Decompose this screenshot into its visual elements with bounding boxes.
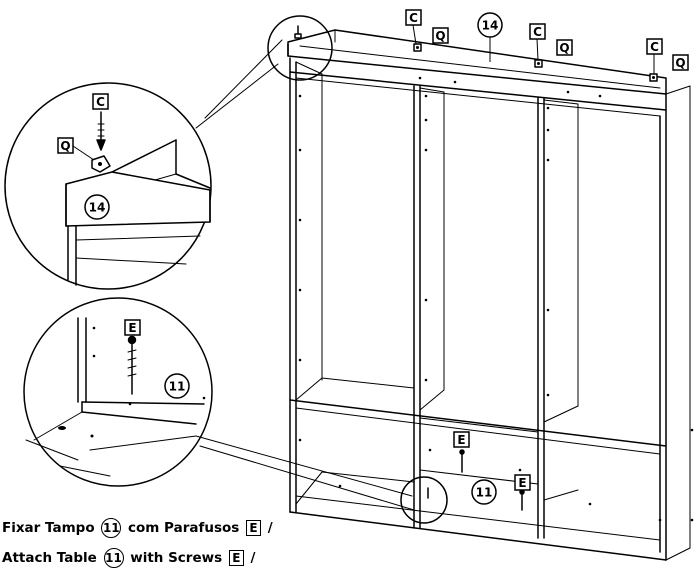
label-e-cabinet-2: E <box>514 474 531 491</box>
svg-text:Q: Q <box>675 56 685 70</box>
label-q-2: Q <box>556 39 573 56</box>
cam-fitting-1 <box>413 43 422 52</box>
part-reference-badge: 11 <box>103 548 124 568</box>
part-label-11-detail: 11 <box>164 373 190 399</box>
svg-text:C: C <box>409 11 418 25</box>
part-label-14-detail: 14 <box>84 194 110 220</box>
svg-text:14: 14 <box>482 19 499 33</box>
caption-line-portuguese: Fixar Tampo 11 com Parafusos E / <box>2 518 273 538</box>
svg-text:11: 11 <box>476 486 493 500</box>
svg-text:E: E <box>518 476 526 490</box>
label-q-3: Q <box>672 54 689 71</box>
cam-fitting-3 <box>649 73 658 82</box>
svg-text:Q: Q <box>435 29 445 43</box>
screw-reference-badge: E <box>228 550 244 566</box>
screw-icon-top-left <box>294 25 302 39</box>
svg-text:C: C <box>533 25 542 39</box>
wardrobe-cabinet <box>287 25 694 561</box>
screw-reference-badge: E <box>246 520 262 536</box>
label-c-2: C <box>529 23 546 40</box>
caption-text: Attach Table <box>2 550 97 566</box>
part-label-14-top: 14 <box>477 12 503 62</box>
label-c-detail: C <box>92 93 109 110</box>
caption-text: / <box>250 550 256 566</box>
screw-e-icon-1 <box>459 449 465 473</box>
part-reference-badge: 11 <box>101 518 122 538</box>
caption-text: com Parafusos <box>128 520 240 536</box>
detail-circle-top <box>4 39 283 290</box>
caption-line-english: Attach Table 11 with Screws E / <box>2 548 255 568</box>
caption-text: Fixar Tampo <box>2 520 95 536</box>
svg-text:Q: Q <box>60 139 70 153</box>
label-c-1: C <box>405 9 422 26</box>
detail-circle-bottom <box>23 297 415 511</box>
detail-callout-bottom <box>400 476 448 524</box>
svg-text:C: C <box>650 40 659 54</box>
detail-callout-top <box>267 15 333 81</box>
cam-fitting-2 <box>534 59 543 68</box>
svg-text:C: C <box>96 95 105 109</box>
svg-text:Q: Q <box>559 41 569 55</box>
caption-text: with Screws <box>130 550 223 566</box>
screw-e-icon-2 <box>519 489 525 511</box>
label-q-1: Q <box>432 27 449 44</box>
label-e-detail: E <box>124 319 141 336</box>
svg-text:11: 11 <box>169 380 186 394</box>
label-q-detail: Q <box>57 137 74 154</box>
svg-text:E: E <box>457 433 465 447</box>
svg-text:E: E <box>128 321 136 335</box>
part-label-11-cabinet: 11 <box>471 479 497 505</box>
label-c-3: C <box>646 38 663 55</box>
caption-text: / <box>267 520 273 536</box>
svg-text:14: 14 <box>89 201 106 215</box>
label-e-cabinet-1: E <box>453 431 470 448</box>
top-panel-14 <box>287 29 667 95</box>
